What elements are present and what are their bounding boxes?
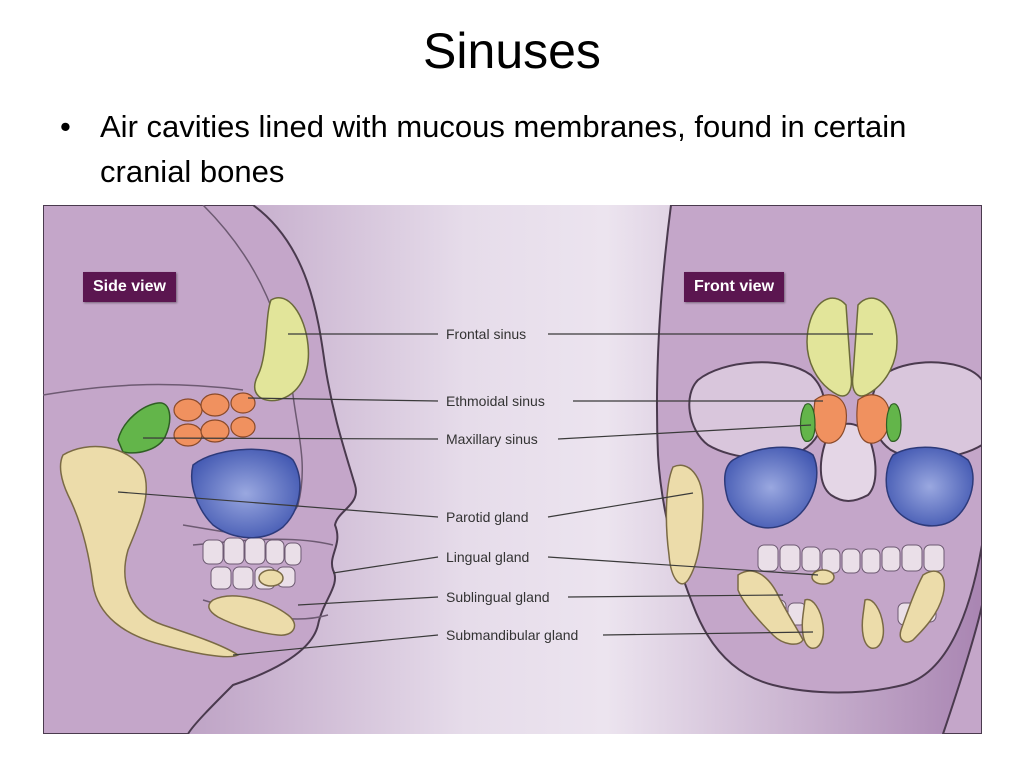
bullet-list: • Air cavities lined with mucous membran… — [58, 104, 978, 194]
sublingual-gland-label: Sublingual gland — [446, 589, 550, 605]
side-frontal-sinus — [254, 297, 310, 402]
side-view-badge: Side view — [83, 272, 176, 302]
submandibular-gland-label: Submandibular gland — [446, 627, 579, 643]
front-maxillary-sinus — [723, 446, 974, 529]
front-glands — [665, 464, 945, 649]
bullet-dot-icon: • — [60, 109, 71, 144]
lingual-gland-label: Lingual gland — [446, 549, 530, 565]
maxillary-sinus-label: Maxillary sinus — [446, 431, 538, 447]
slide-title: Sinuses — [423, 23, 601, 79]
side-glands — [59, 445, 296, 658]
front-frontal-sinus — [806, 297, 898, 397]
leader-lines — [117, 333, 873, 656]
parotid-gland-label: Parotid gland — [446, 509, 529, 525]
front-view-badge: Front view — [684, 272, 785, 302]
ethmoidal-sinus-label: Ethmoidal sinus — [446, 393, 545, 409]
frontal-sinus-label: Frontal sinus — [446, 326, 527, 342]
bullet-text: Air cavities lined with mucous membranes… — [100, 109, 907, 189]
side-ethmoidal-sinus — [173, 392, 256, 447]
bullet-item: • Air cavities lined with mucous membran… — [58, 104, 978, 194]
side-sphenoid-sinus — [117, 402, 171, 454]
front-view-skull — [655, 205, 982, 734]
front-ethmoidal-sinus — [813, 394, 891, 444]
anatomy-figure: Side view Front view Frontal sinus Ethmo… — [43, 205, 982, 734]
side-maxillary-sinus — [191, 448, 301, 539]
side-view-teeth — [202, 537, 302, 590]
anatomy-illustration — [43, 205, 982, 734]
front-sphenoid-sinus — [799, 403, 902, 442]
